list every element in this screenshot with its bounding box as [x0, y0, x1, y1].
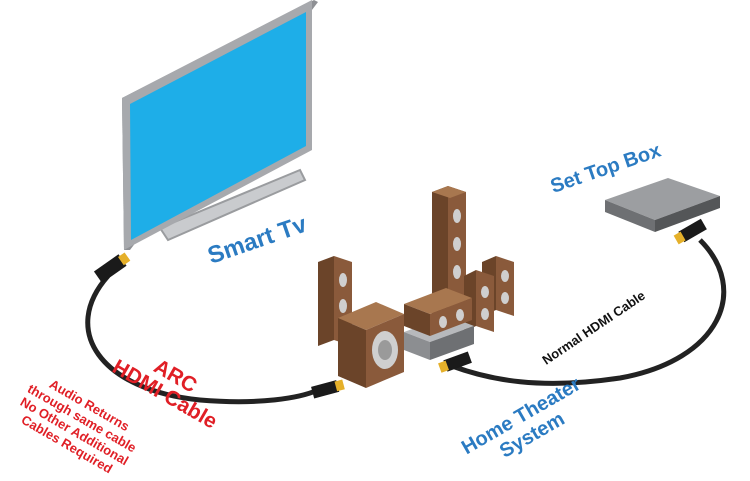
arc-hdmi-cable [85, 274, 320, 405]
diagram-artwork [85, 0, 727, 405]
hdmi-connector-tv [93, 252, 131, 283]
home-theater-system [318, 186, 514, 388]
smart-tv [122, 0, 318, 250]
stb-top [605, 178, 720, 220]
hdmi-arc-diagram: Smart Tv Set Top Box ARC HDMI Cable Audi… [18, 0, 727, 476]
tv-screen [130, 12, 306, 240]
tower-speaker-right [432, 186, 466, 314]
hdmi-connector-set-top-box [673, 218, 707, 245]
stb-side [655, 196, 720, 232]
hdmi-connector-home-theater-left [311, 379, 345, 399]
stb-front [605, 200, 655, 232]
set-top-box [605, 178, 720, 232]
subwoofer [338, 302, 404, 388]
center-speaker [404, 288, 472, 336]
hdmi-connector-home-theater-right [438, 351, 472, 373]
tv-stand [158, 168, 307, 242]
normal-hdmi-cable [451, 238, 727, 386]
